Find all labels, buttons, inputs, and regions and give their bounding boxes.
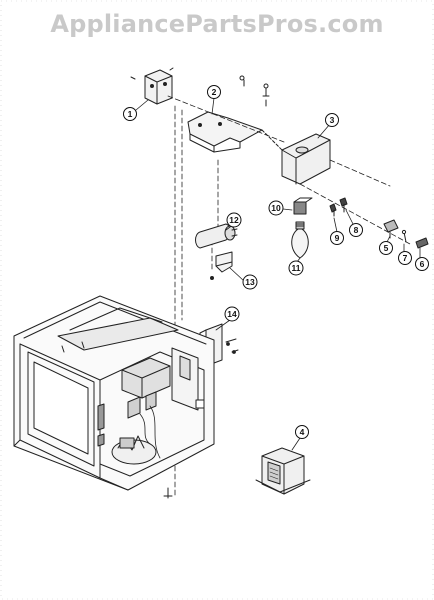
callout-9: 9 (330, 231, 344, 245)
part-3-duct-housing (261, 129, 331, 185)
callout-14: 14 (224, 306, 240, 322)
svg-text:7: 7 (403, 253, 408, 263)
svg-text:3: 3 (330, 115, 335, 125)
svg-text:1: 1 (128, 109, 133, 119)
callout-8: 8 (349, 223, 363, 237)
part-9-switch (329, 203, 337, 217)
part-5-clip (383, 219, 399, 239)
svg-text:9: 9 (335, 233, 340, 243)
svg-text:12: 12 (229, 215, 239, 225)
callout-13: 13 (242, 274, 258, 290)
svg-text:4: 4 (300, 427, 305, 437)
part-2-mounting-plate (187, 111, 263, 153)
part-11-lamp-bulb (291, 221, 309, 259)
svg-text:5: 5 (384, 243, 389, 253)
callout-11: 11 (288, 260, 304, 276)
callout-5: 5 (379, 241, 393, 255)
svg-text:6: 6 (420, 259, 425, 269)
part-4-transformer (255, 447, 311, 495)
svg-text:8: 8 (354, 225, 359, 235)
svg-text:11: 11 (292, 263, 301, 273)
callout-10: 10 (268, 200, 284, 216)
callout-3: 3 (325, 113, 339, 127)
part-1-bracket (130, 67, 174, 105)
part-12-capacitor (195, 223, 238, 249)
main-chassis (13, 295, 215, 499)
svg-text:2: 2 (212, 87, 217, 97)
part-6-fuse (415, 237, 429, 249)
svg-text:10: 10 (271, 203, 281, 213)
svg-text:13: 13 (245, 277, 255, 287)
svg-text:14: 14 (227, 309, 237, 319)
part-13-capacitor-bracket (210, 251, 233, 280)
screw-hardware (239, 75, 270, 107)
callout-4: 4 (295, 425, 309, 439)
part-10-lamp-socket (293, 197, 313, 215)
callout-2: 2 (207, 85, 221, 99)
callout-1: 1 (123, 107, 137, 121)
callout-12: 12 (226, 212, 242, 228)
callout-6: 6 (415, 257, 429, 271)
callout-7: 7 (398, 251, 412, 265)
